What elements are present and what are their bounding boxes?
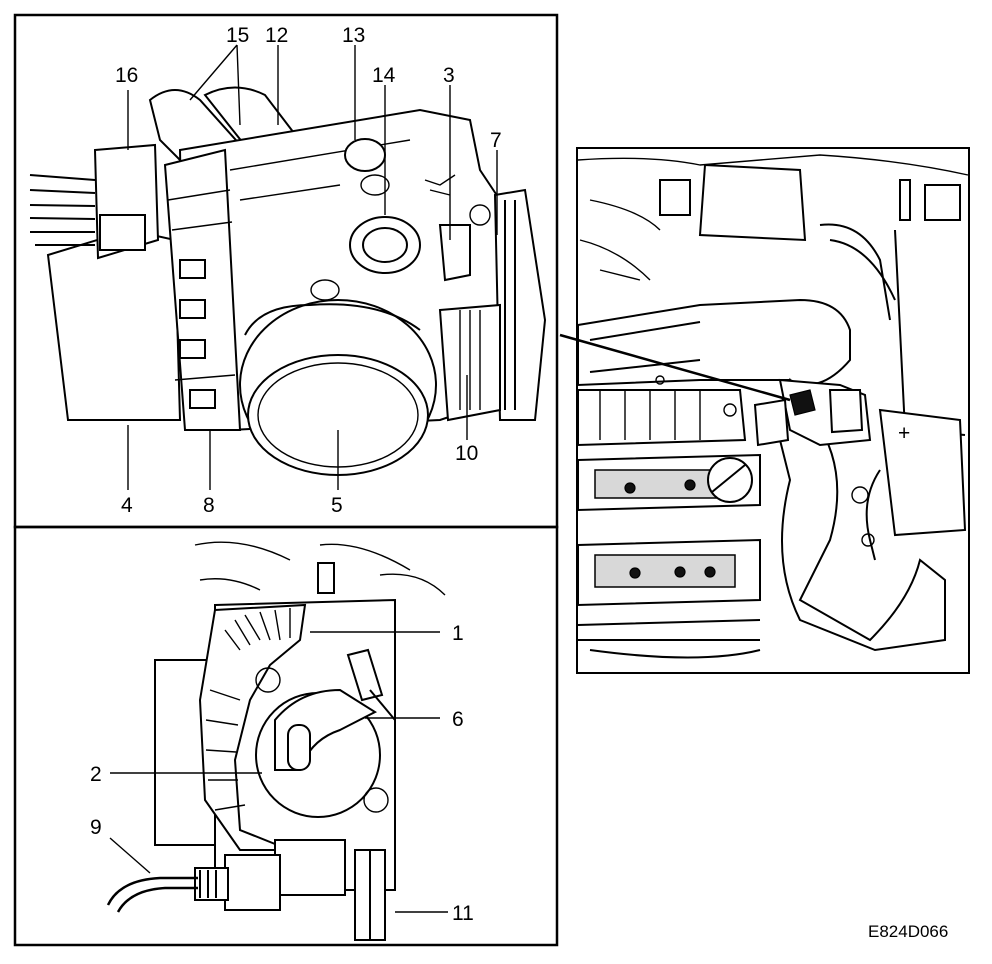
- callout-13: 13: [342, 24, 365, 47]
- callout-7: 7: [490, 129, 502, 152]
- engine-bay-view: +: [559, 154, 969, 659]
- panel-bottom-left-frame: [13, 525, 559, 947]
- callout-14: 14: [372, 64, 396, 87]
- callout-9: 9: [90, 816, 102, 839]
- throttle-body-side-view: [106, 541, 446, 941]
- callout-group-top: 15 12 13 14 3 7 16 10 4 8 5: [115, 24, 502, 517]
- callout-2: 2: [90, 763, 102, 786]
- callout-11: 11: [452, 902, 474, 925]
- callout-10: 10: [455, 442, 478, 465]
- callout-12: 12: [265, 24, 288, 47]
- callout-group-bottom: 1 6 2 9 11: [90, 622, 474, 925]
- callout-6: 6: [452, 708, 464, 731]
- throttle-body-front-view: [29, 86, 547, 476]
- callout-1: 1: [452, 622, 464, 645]
- battery-plus-symbol: +: [898, 422, 910, 445]
- callout-15: 15: [226, 24, 249, 47]
- callout-16: 16: [115, 64, 138, 87]
- callout-4: 4: [121, 494, 133, 517]
- callout-3: 3: [443, 64, 455, 87]
- leader-15: [189, 44, 241, 126]
- leader-9: [109, 837, 151, 874]
- callout-5: 5: [331, 494, 343, 517]
- figure-code: E824D066: [868, 922, 948, 941]
- callout-8: 8: [203, 494, 215, 517]
